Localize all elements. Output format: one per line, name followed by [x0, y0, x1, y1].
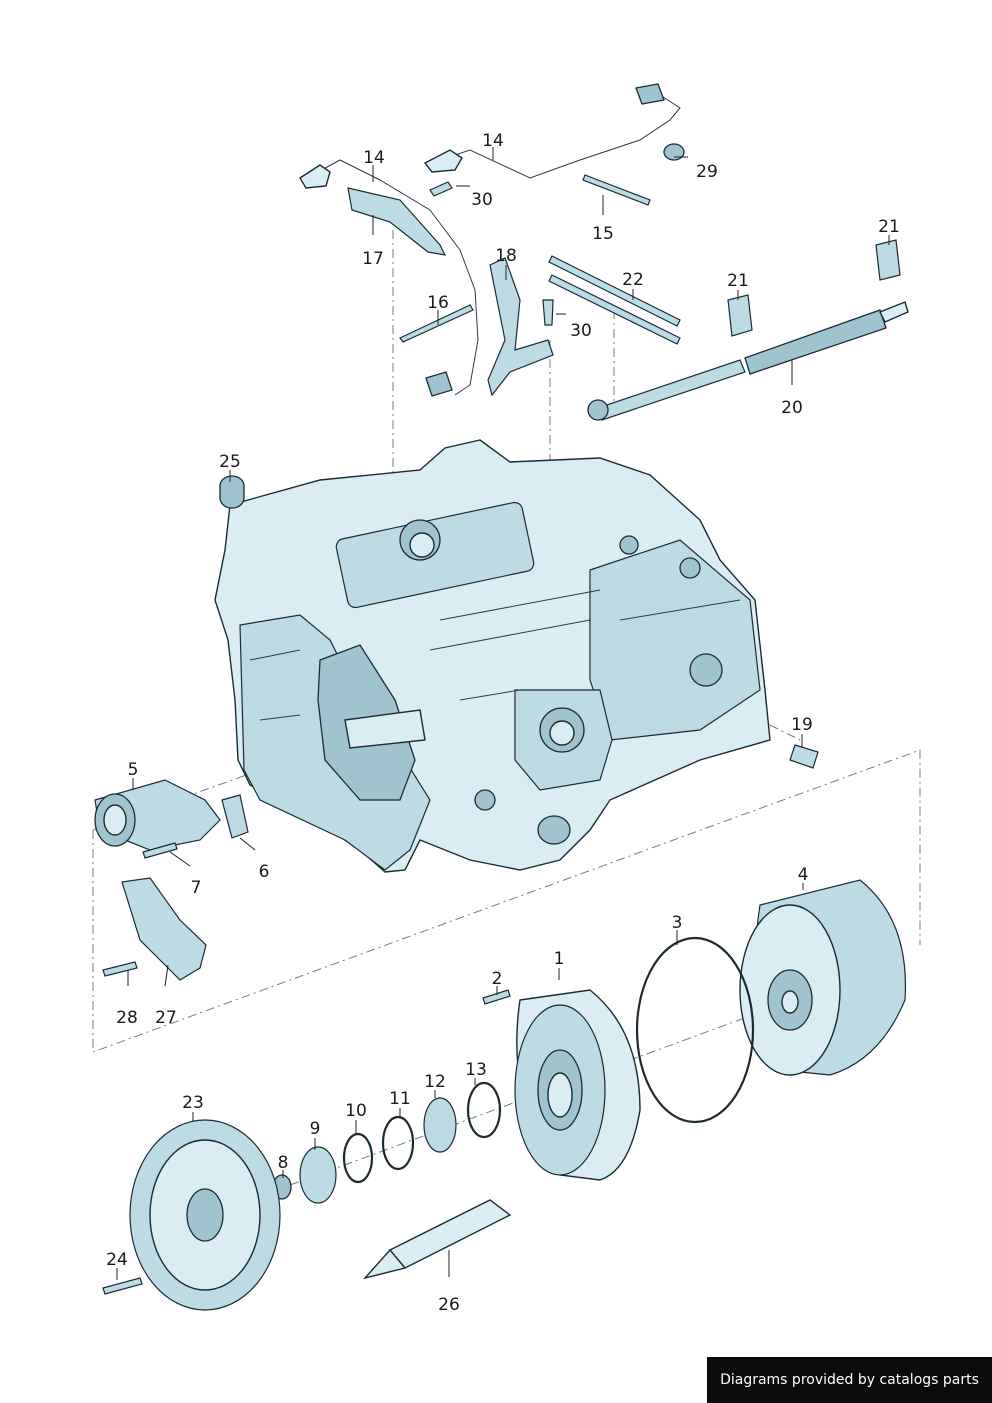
cable-tie-16 — [399, 304, 474, 343]
circlip-11 — [381, 1115, 415, 1171]
source-credit-text: Diagrams provided by catalogs parts — [720, 1372, 979, 1388]
bolt-2 — [482, 989, 511, 1005]
gasket-6 — [221, 794, 249, 839]
callout-1: 1 — [554, 949, 565, 969]
seal-12 — [423, 1097, 457, 1153]
callout-13: 13 — [465, 1060, 487, 1080]
selector-cable-20 — [587, 301, 909, 421]
ring-13 — [466, 1081, 502, 1139]
bolt-24 — [102, 1277, 143, 1295]
o-ring-3 — [635, 936, 755, 1124]
cable-ties-22 — [548, 255, 681, 345]
release-bearing-5 — [94, 779, 221, 851]
flywheel-23 — [129, 1119, 281, 1311]
callout-11: 11 — [389, 1089, 411, 1109]
callout-30-mid: 30 — [570, 321, 592, 341]
callout-18: 18 — [495, 246, 517, 266]
bolt-28 — [102, 961, 138, 977]
callout-4: 4 — [798, 865, 809, 885]
callout-2: 2 — [492, 969, 503, 989]
callout-28: 28 — [116, 1008, 138, 1028]
clutch-cover-1 — [514, 989, 641, 1181]
grease-tube-26 — [362, 1199, 512, 1280]
shield-27 — [121, 877, 207, 981]
pin-19 — [789, 744, 819, 769]
plug-25 — [219, 475, 245, 509]
callout-30-top: 30 — [471, 190, 493, 210]
leader-lines — [116, 147, 890, 1280]
source-credit-badge: Diagrams provided by catalogs parts — [707, 1357, 992, 1403]
callout-19: 19 — [791, 715, 813, 735]
callout-24: 24 — [106, 1250, 128, 1270]
callout-15: 15 — [592, 224, 614, 244]
wiring-harness-upper — [299, 83, 681, 397]
callout-labels: 1 2 3 4 5 6 7 8 9 10 11 12 13 14 14 15 1… — [106, 131, 900, 1315]
callout-14-right: 14 — [482, 131, 504, 151]
callout-16: 16 — [427, 293, 449, 313]
grommet-29 — [663, 143, 685, 161]
callout-22: 22 — [622, 270, 644, 290]
seal-9 — [299, 1146, 337, 1204]
callout-10: 10 — [345, 1101, 367, 1121]
callout-21-a: 21 — [727, 271, 749, 291]
gearbox-housing — [214, 439, 771, 873]
callout-6: 6 — [259, 862, 270, 882]
bolt-7 — [142, 842, 178, 859]
bolt-30-a — [429, 181, 453, 197]
callout-21-b: 21 — [878, 217, 900, 237]
callout-8: 8 — [278, 1153, 289, 1173]
callout-27: 27 — [155, 1008, 177, 1028]
bolt-30-b — [542, 299, 554, 326]
callout-17: 17 — [362, 249, 384, 269]
clip-21-b — [875, 239, 901, 281]
callout-20: 20 — [781, 398, 803, 418]
callout-29: 29 — [696, 162, 718, 182]
callout-26: 26 — [438, 1295, 460, 1315]
callout-23: 23 — [182, 1093, 204, 1113]
callout-5: 5 — [128, 760, 139, 780]
callout-7: 7 — [191, 878, 202, 898]
clutch-4 — [739, 879, 907, 1076]
callout-14-left: 14 — [363, 148, 385, 168]
callout-3: 3 — [672, 913, 683, 933]
callout-9: 9 — [310, 1119, 321, 1139]
circlip-10 — [342, 1132, 374, 1184]
callout-25: 25 — [219, 452, 241, 472]
clip-21-a — [727, 294, 753, 337]
callout-12: 12 — [424, 1072, 446, 1092]
bracket-18 — [487, 257, 554, 397]
bracket-17 — [347, 187, 447, 256]
cable-tie-15 — [582, 174, 651, 206]
